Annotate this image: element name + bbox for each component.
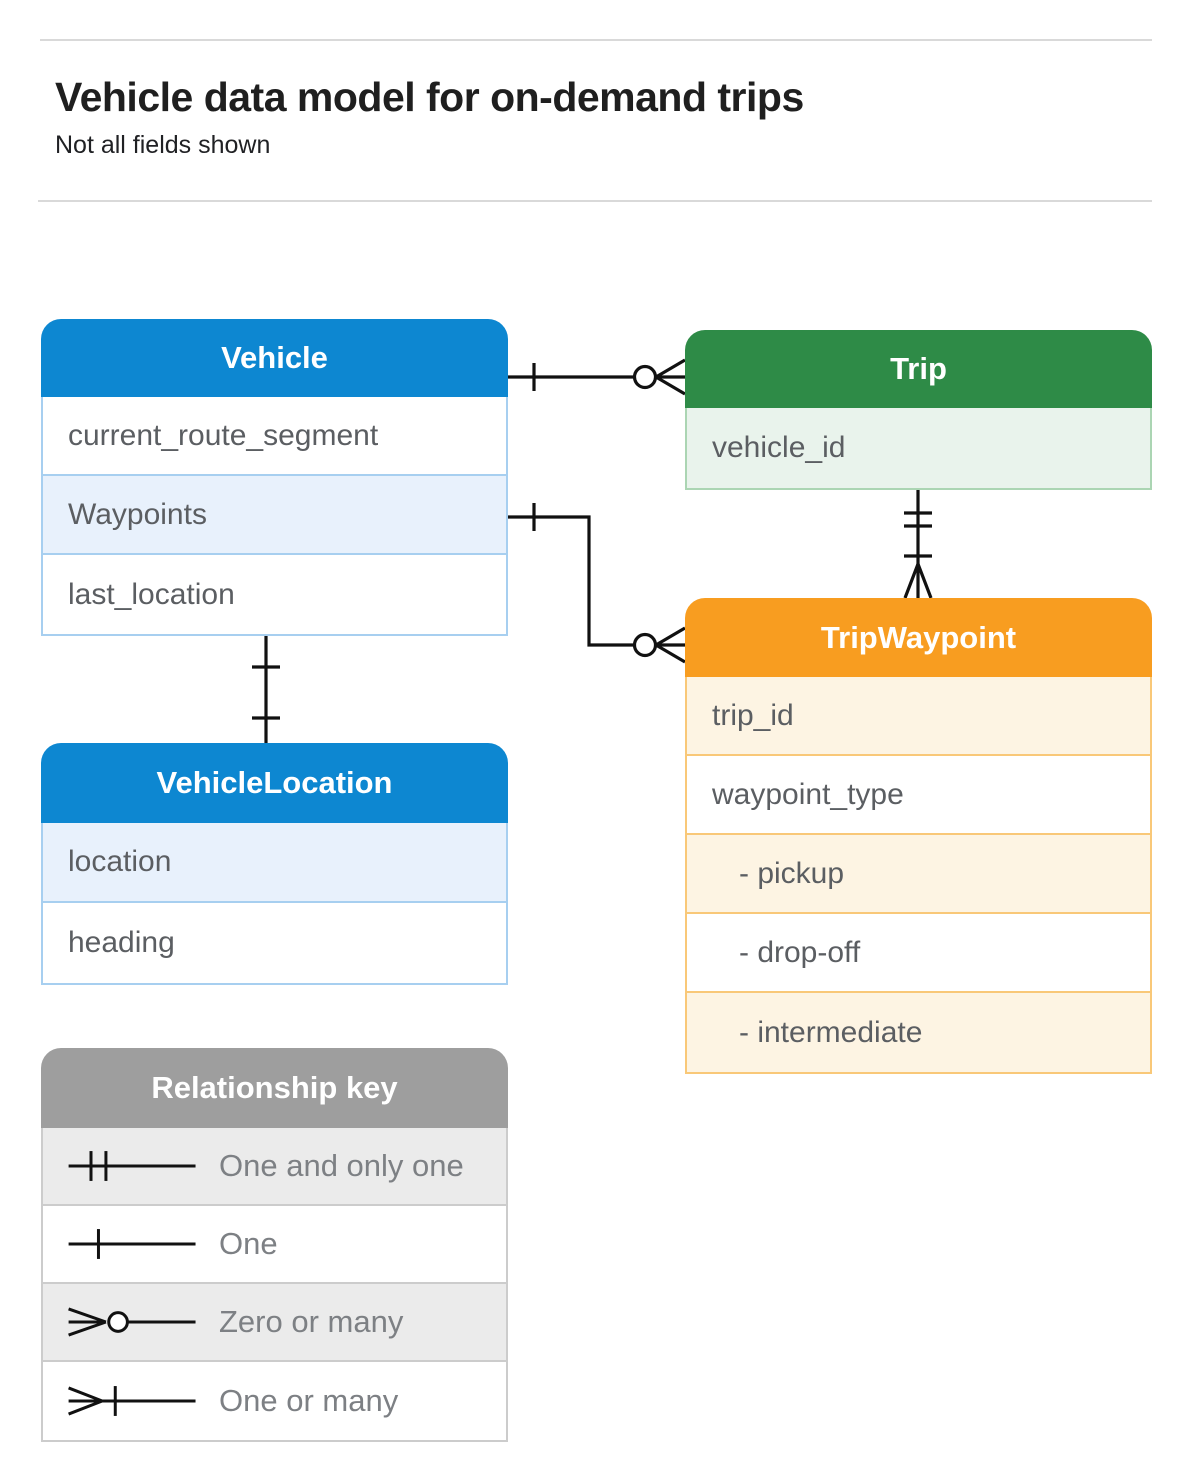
field-label: heading <box>68 926 175 959</box>
key-row-one: One <box>43 1206 506 1284</box>
entity-vehicle-rows: current_route_segment Waypoints last_loc… <box>41 397 508 636</box>
field-label: trip_id <box>712 698 794 732</box>
field-label: waypoint_type <box>712 777 904 811</box>
zero-or-many-icon <box>68 1307 196 1337</box>
field-row-vehicle-id: vehicle_id <box>687 408 1150 488</box>
one-icon <box>68 1229 196 1259</box>
field-label: location <box>68 845 172 878</box>
field-row-trip-id: trip_id <box>687 677 1150 756</box>
field-row-waypoint-type: waypoint_type <box>687 756 1150 835</box>
connector-trip-tripwaypoint <box>903 488 933 599</box>
key-label: One and only one <box>219 1148 464 1183</box>
one-or-many-icon <box>68 1386 196 1416</box>
connector-vehicle-vehiclelocation <box>252 634 280 743</box>
key-row-one-or-many: One or many <box>43 1362 506 1440</box>
header-divider <box>38 200 1152 202</box>
entity-trip-title: Trip <box>890 351 947 386</box>
key-row-zero-or-many: Zero or many <box>43 1284 506 1362</box>
field-label: - intermediate <box>739 1015 923 1049</box>
entity-vehiclelocation: VehicleLocation location heading <box>41 743 508 985</box>
entity-tripwaypoint: TripWaypoint trip_id waypoint_type - pic… <box>685 598 1152 1074</box>
entity-tripwaypoint-rows: trip_id waypoint_type - pickup - drop-of… <box>685 677 1152 1074</box>
entity-vehicle: Vehicle current_route_segment Waypoints … <box>41 319 508 636</box>
entity-trip: Trip vehicle_id <box>685 330 1152 490</box>
page-title: Vehicle data model for on-demand trips <box>55 74 804 120</box>
field-row-waypoints: Waypoints <box>43 476 506 555</box>
field-label: last_location <box>68 577 235 611</box>
entity-vehicle-header: Vehicle <box>41 319 508 397</box>
entity-vehiclelocation-title: VehicleLocation <box>156 765 393 800</box>
entity-tripwaypoint-header: TripWaypoint <box>685 598 1152 677</box>
entity-vehiclelocation-rows: location heading <box>41 823 508 985</box>
page-subtitle: Not all fields shown <box>55 131 271 159</box>
relationship-key-header: Relationship key <box>41 1048 508 1128</box>
entity-vehicle-title: Vehicle <box>221 340 328 375</box>
entity-trip-rows: vehicle_id <box>685 408 1152 490</box>
key-label: One or many <box>219 1383 399 1418</box>
relationship-key: Relationship key One and only one One <box>41 1048 508 1442</box>
field-label: vehicle_id <box>712 431 846 464</box>
entity-trip-header: Trip <box>685 330 1152 408</box>
one-and-only-one-icon <box>68 1151 196 1181</box>
connector-vehicle-trip <box>508 358 686 396</box>
field-row-heading: heading <box>43 903 506 983</box>
field-row-last-location: last_location <box>43 555 506 634</box>
field-label: - drop-off <box>739 935 861 969</box>
top-divider <box>40 39 1152 41</box>
field-row-intermediate: - intermediate <box>687 993 1150 1072</box>
key-label: One <box>219 1226 278 1261</box>
key-label: Zero or many <box>219 1304 404 1339</box>
field-row-drop-off: - drop-off <box>687 914 1150 993</box>
connector-waypoints-tripwaypoint <box>508 503 686 664</box>
entity-vehiclelocation-header: VehicleLocation <box>41 743 508 823</box>
entity-tripwaypoint-title: TripWaypoint <box>820 619 1017 655</box>
field-row-location: location <box>43 823 506 903</box>
relationship-key-rows: One and only one One Zero or many <box>41 1128 508 1442</box>
field-label: - pickup <box>739 856 845 890</box>
field-label: Waypoints <box>68 497 207 531</box>
relationship-key-title: Relationship key <box>151 1070 398 1105</box>
key-row-one-and-only-one: One and only one <box>43 1128 506 1206</box>
field-row-current-route-segment: current_route_segment <box>43 397 506 476</box>
field-row-pickup: - pickup <box>687 835 1150 914</box>
field-label: current_route_segment <box>68 418 379 452</box>
